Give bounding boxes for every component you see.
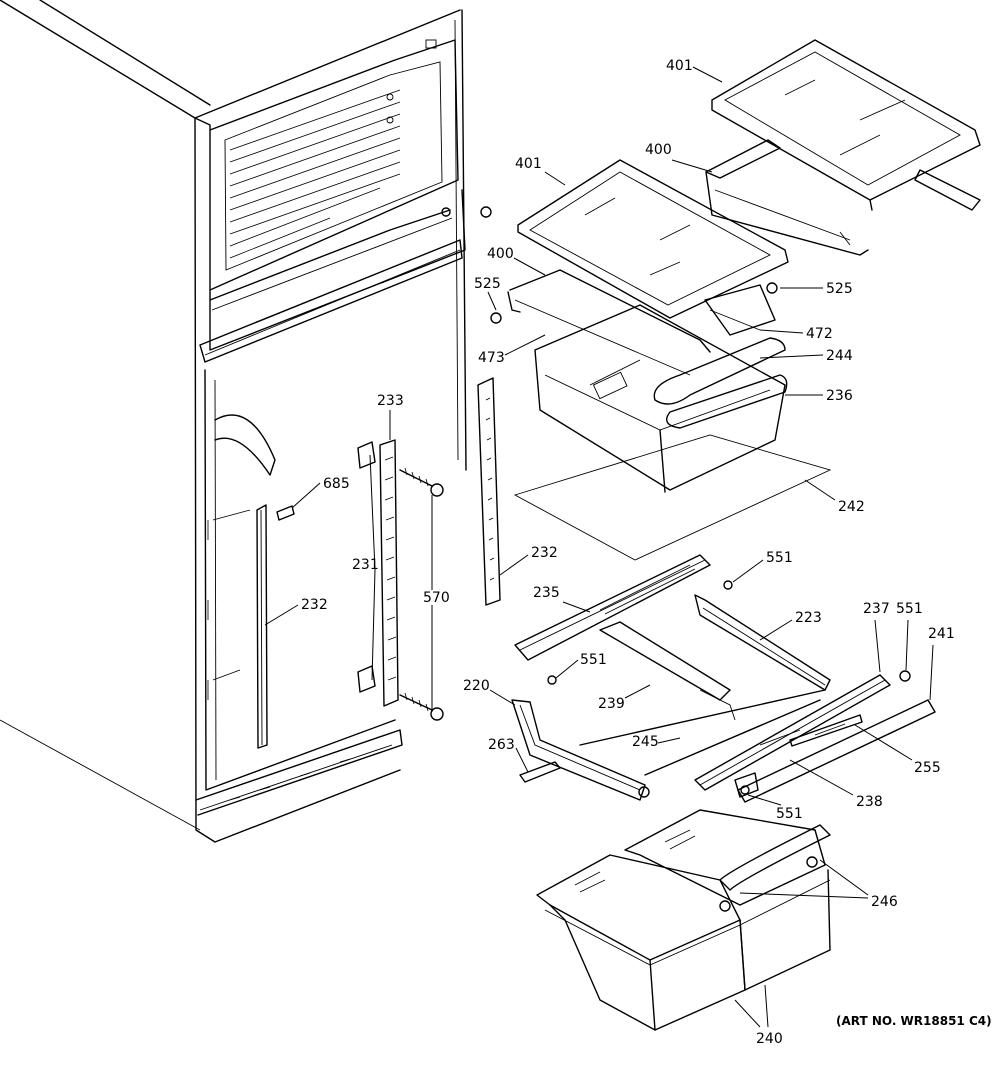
drawer-cover-244 xyxy=(653,337,788,429)
callout-241: 241 xyxy=(928,626,955,642)
callout-223: 223 xyxy=(795,610,822,626)
callout-525-right: 525 xyxy=(826,281,853,297)
shelf-rail-232-center xyxy=(477,377,501,606)
drawer-rail-255 xyxy=(789,714,863,747)
callout-245: 245 xyxy=(632,734,659,750)
plug-685 xyxy=(276,505,295,521)
callout-551-right: 551 xyxy=(896,601,923,617)
crisper-drawers-240 xyxy=(536,809,831,1031)
meat-drawer-236 xyxy=(534,304,786,493)
callout-235: 235 xyxy=(533,585,560,601)
shelf-frame-400-upper xyxy=(705,139,981,256)
shelf-rail-233 xyxy=(379,439,399,707)
refrigerator-cabinet xyxy=(0,0,492,843)
callout-232-center: 232 xyxy=(531,545,558,561)
shelf-401-upper xyxy=(711,39,981,211)
callout-231: 231 xyxy=(352,557,379,573)
shelf-401-middle xyxy=(517,159,789,319)
screws-551 xyxy=(547,580,911,795)
screw-570 xyxy=(399,467,444,721)
callout-236: 236 xyxy=(826,388,853,404)
rod-263 xyxy=(519,761,561,783)
callout-240: 240 xyxy=(756,1031,783,1047)
callout-472: 472 xyxy=(806,326,833,342)
screws-525 xyxy=(490,282,778,324)
callout-233: 233 xyxy=(377,393,404,409)
callout-401-upper: 401 xyxy=(666,58,693,74)
callout-232-left: 232 xyxy=(301,597,328,613)
callout-473: 473 xyxy=(478,350,505,366)
callout-220: 220 xyxy=(463,678,490,694)
callout-239: 239 xyxy=(598,696,625,712)
callout-400-upper: 400 xyxy=(645,142,672,158)
callout-401-middle: 401 xyxy=(515,156,542,172)
shelf-frame-400-middle xyxy=(507,269,776,376)
drawer-support-235 xyxy=(514,554,711,661)
drawer-front-220 xyxy=(511,699,650,801)
shelf-rail-232-left xyxy=(256,504,268,749)
art-number: (ART NO. WR18851 C4) xyxy=(836,1014,992,1028)
callout-255: 255 xyxy=(914,760,941,776)
callout-525-left: 525 xyxy=(474,276,501,292)
callout-400-middle: 400 xyxy=(487,246,514,262)
callout-551-left: 551 xyxy=(580,652,607,668)
callout-570: 570 xyxy=(423,590,450,606)
rail-bracket-231 xyxy=(357,441,376,693)
callout-237: 237 xyxy=(863,601,890,617)
callout-685: 685 xyxy=(323,476,350,492)
callout-551-top: 551 xyxy=(766,550,793,566)
callout-244: 244 xyxy=(826,348,853,364)
callout-242: 242 xyxy=(838,499,865,515)
drawer-rail-241 xyxy=(737,699,936,803)
leader-lines xyxy=(264,66,934,1028)
callout-238: 238 xyxy=(856,794,883,810)
callout-551-bottom: 551 xyxy=(776,806,803,822)
crisper-glass-242 xyxy=(513,434,832,561)
drawer-support-frame-223 xyxy=(579,594,831,776)
drawer-rail-238 xyxy=(734,729,801,798)
callout-246: 246 xyxy=(871,894,898,910)
callout-263: 263 xyxy=(488,737,515,753)
